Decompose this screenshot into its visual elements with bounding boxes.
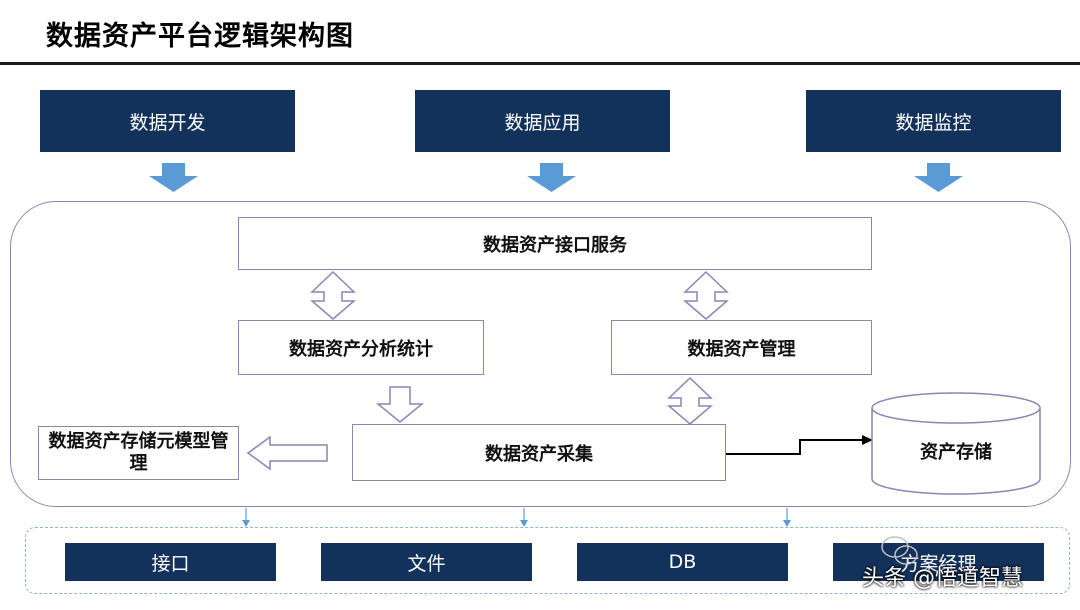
data-development-box: 数据开发 [40, 90, 295, 152]
interface-service-box: 数据资产接口服务 [238, 217, 872, 270]
watermark-text: 头条 @悟道智慧 [862, 566, 1023, 591]
connector-arrowhead-icon [862, 435, 873, 445]
db-source-box: DB [577, 543, 788, 581]
down-arrow-icon [527, 163, 576, 192]
interface-source-box: 接口 [65, 543, 276, 581]
storage-cylinder-icon [871, 392, 1041, 495]
down-arrow-icon [914, 163, 963, 192]
thin-down-arrow-icon [783, 508, 791, 527]
data-source-container [25, 527, 1070, 594]
wechat-icon [881, 536, 918, 565]
data-application-box: 数据应用 [415, 90, 670, 152]
page-title: 数据资产平台逻辑架构图 [46, 21, 354, 52]
title-divider [0, 62, 1080, 65]
bidirectional-arrow-icon [666, 376, 714, 425]
asset-collection-box: 数据资产采集 [352, 424, 726, 481]
down-arrow-icon [149, 163, 198, 192]
data-monitoring-box: 数据监控 [806, 90, 1061, 152]
file-source-box: 文件 [321, 543, 532, 581]
collection-to-storage-connector [726, 439, 865, 455]
asset-management-box: 数据资产管理 [611, 320, 872, 375]
thin-down-arrow-icon [520, 508, 528, 527]
hollow-down-arrow-icon [375, 386, 425, 423]
solution-manager-box: 方案经理 [833, 543, 1044, 581]
asset-storage-label: 资产存储 [920, 442, 992, 463]
analysis-statistics-box: 数据资产分析统计 [238, 320, 484, 375]
thin-down-arrow-icon [242, 508, 250, 527]
hollow-left-arrow-icon [246, 435, 328, 471]
meta-model-management-box: 数据资产存储元模型管理 [38, 426, 239, 480]
platform-container [10, 201, 1071, 507]
bidirectional-arrow-icon [682, 270, 730, 320]
bidirectional-arrow-icon [309, 270, 357, 320]
